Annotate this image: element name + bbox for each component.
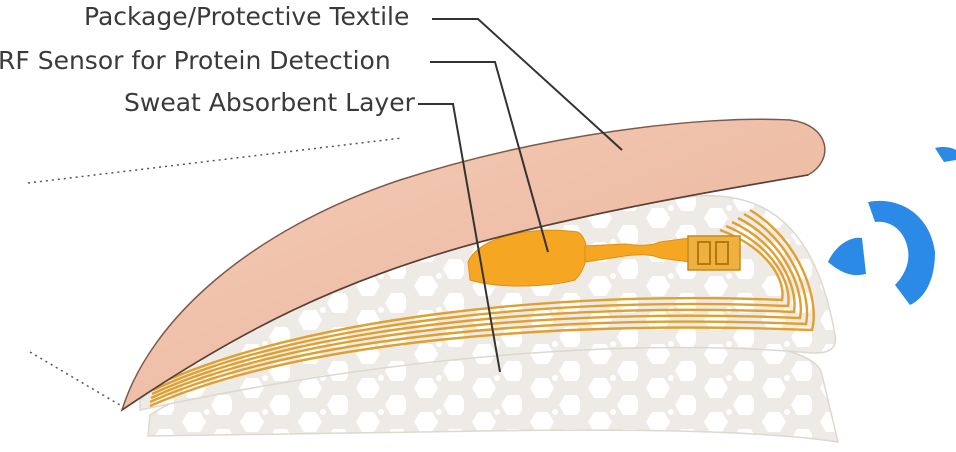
perspective-dotted-line-lower (30, 352, 120, 405)
sensor-chip (688, 236, 740, 270)
label-sweat-absorbent-layer: Sweat Absorbent Layer (124, 88, 415, 118)
leader-line-textile (432, 19, 622, 150)
label-rf-sensor: RF Sensor for Protein Detection (0, 46, 391, 76)
label-protective-textile: Package/Protective Textile (84, 2, 409, 32)
perspective-dotted-line-upper (28, 138, 402, 183)
wireless-signal-icon (828, 147, 956, 305)
